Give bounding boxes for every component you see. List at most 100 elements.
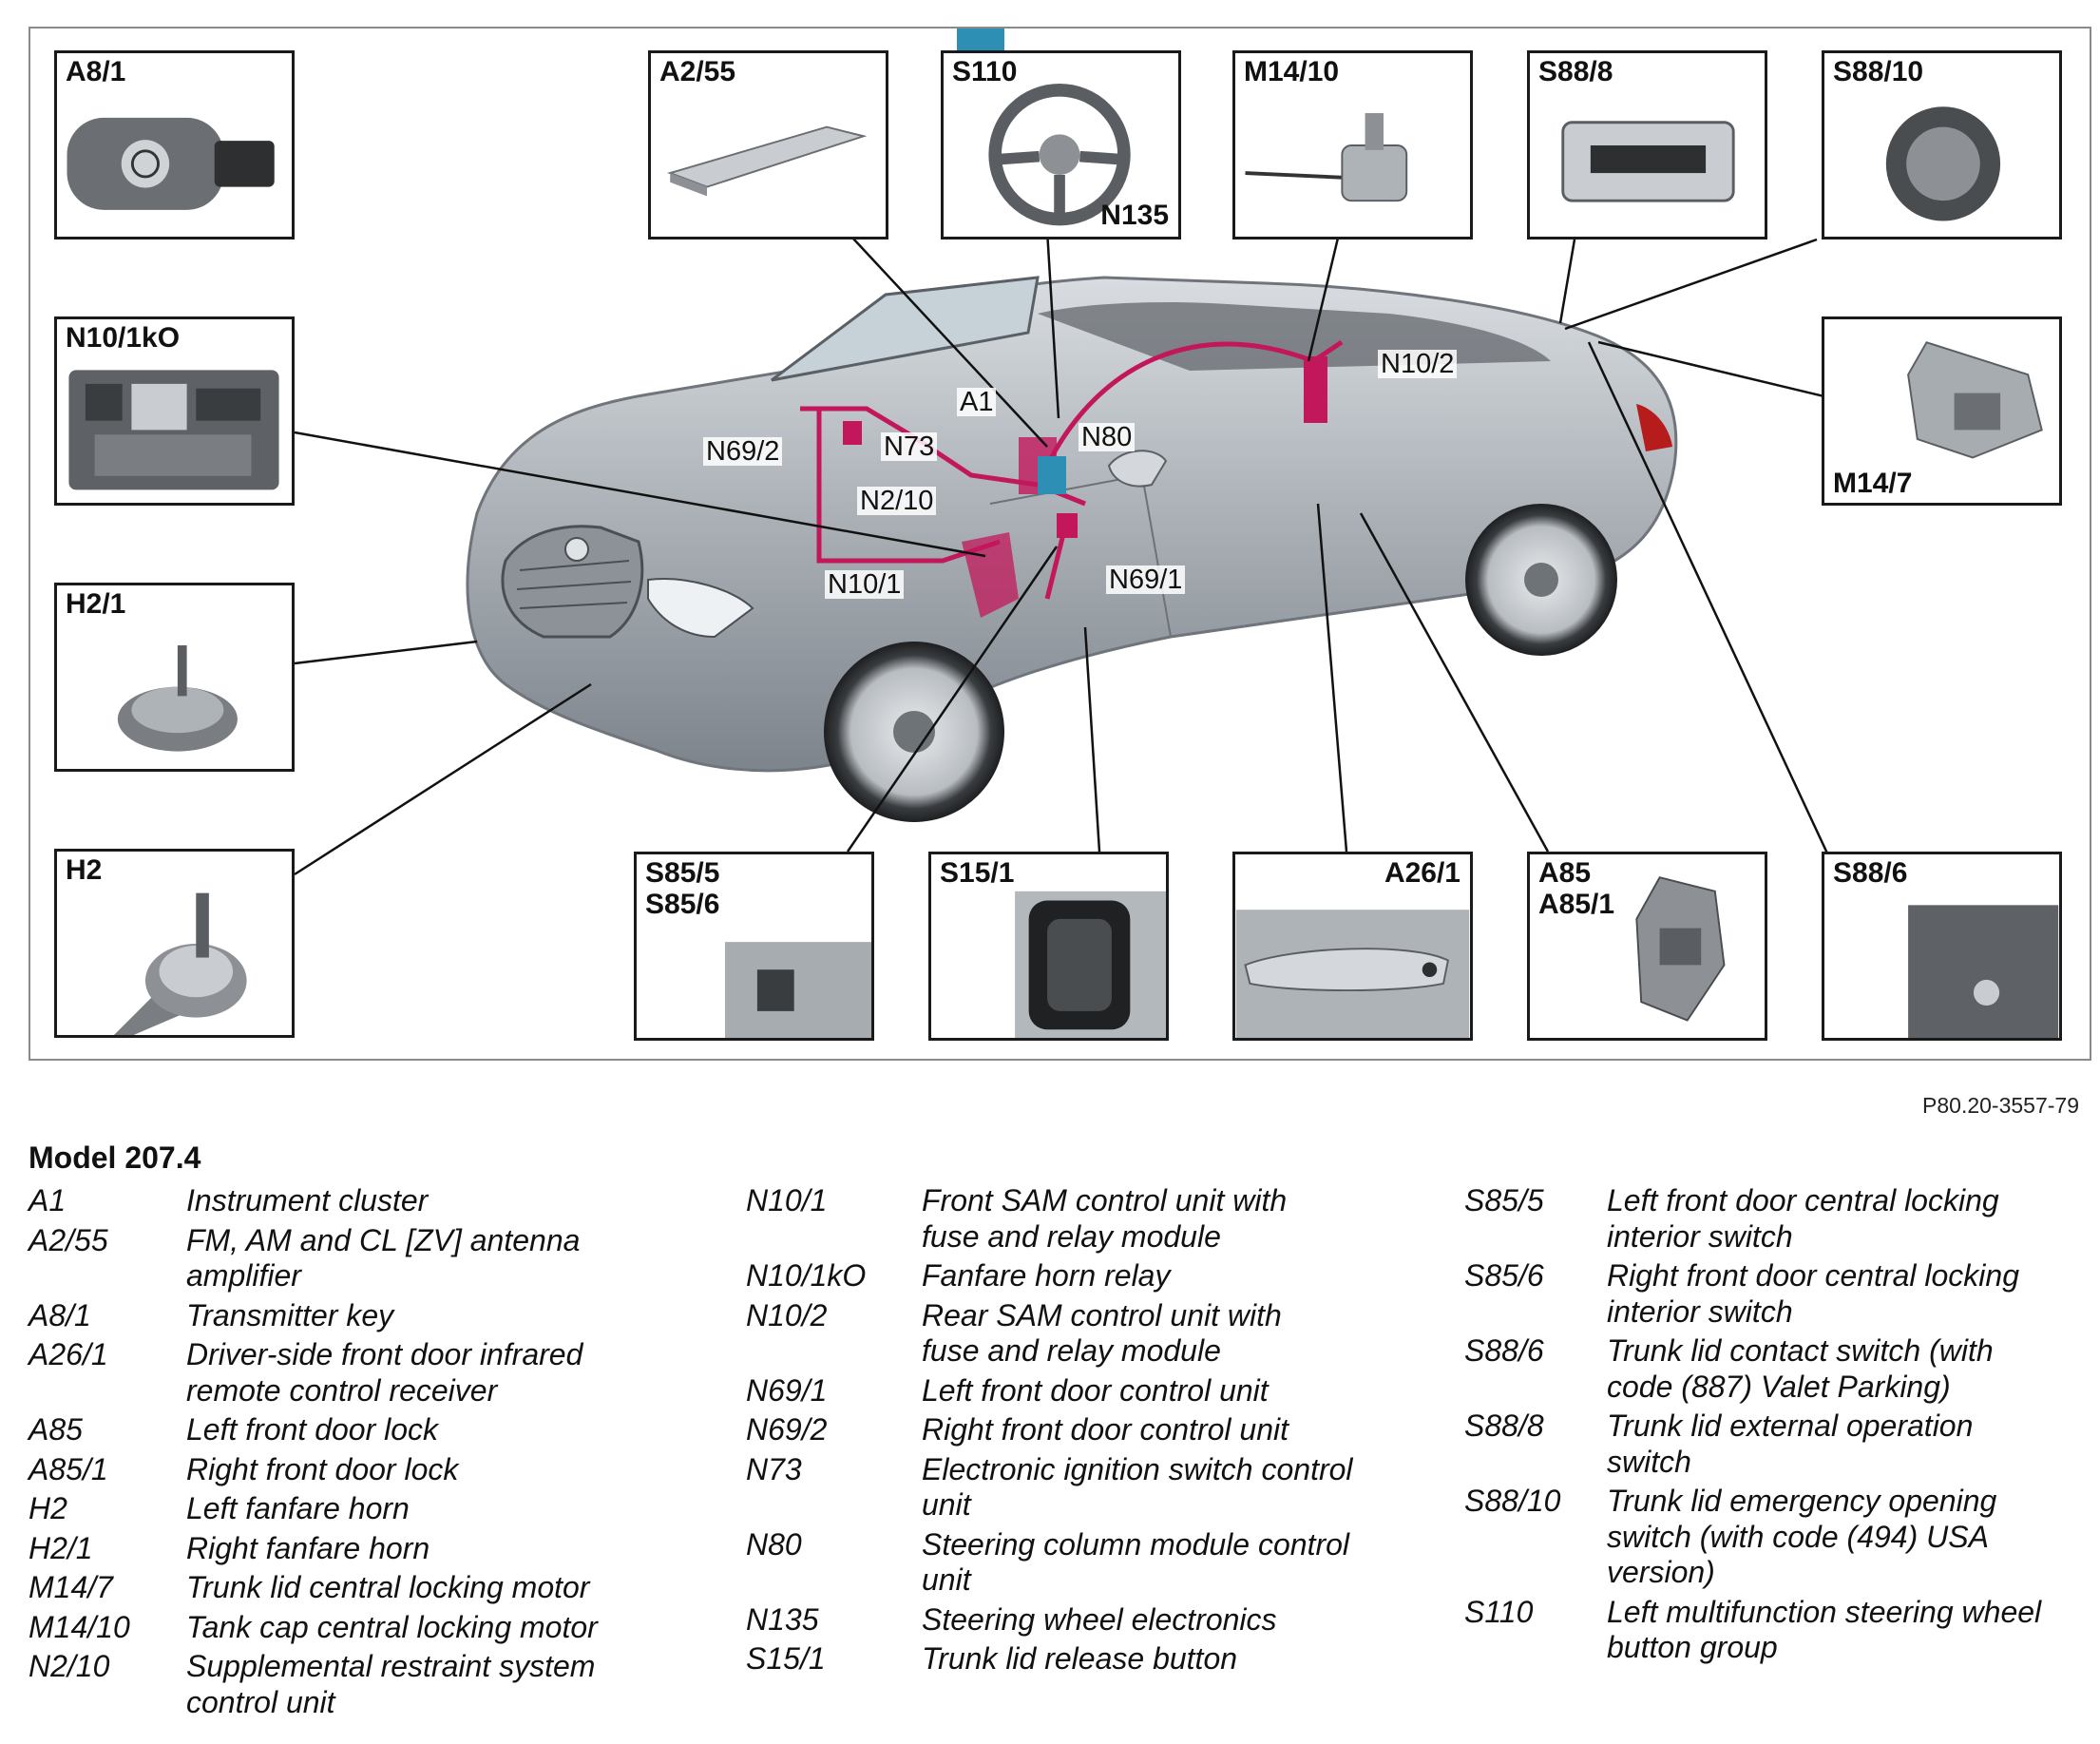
box-a85: A85 A85/1 (1527, 852, 1767, 1041)
box-s88-10: S88/10 (1822, 50, 2062, 240)
box-label: A85 A85/1 (1538, 857, 1615, 920)
legend-desc: Right front door lock (186, 1451, 459, 1486)
legend-desc: Driver-side front door infrared remote c… (186, 1337, 583, 1408)
legend-code: A26/1 (29, 1337, 108, 1371)
trunk-lock-motor-icon (1907, 341, 2043, 459)
legend-code: A2/55 (29, 1222, 108, 1257)
legend-row: N2/10 Supplemental restraint system contr… (29, 1649, 694, 1720)
legend-desc: Trunk lid release button (922, 1641, 1238, 1676)
box-a26-1: A26/1 (1232, 852, 1473, 1041)
callout-n10-1: N10/1 (825, 570, 905, 599)
legend-row: A85/1 Right front door lock (29, 1452, 694, 1488)
box-label: S88/8 (1538, 56, 1613, 87)
emergency-switch-icon (1885, 106, 2001, 221)
legend-desc: Front SAM control unit with fuse and rel… (922, 1183, 1288, 1254)
legend-code: N80 (746, 1526, 802, 1562)
legend-row: S88/8 Trunk lid external operation switch (1464, 1409, 2072, 1480)
callout-n69-2: N69/2 (703, 437, 783, 466)
box-a2-55: A2/55 (648, 50, 888, 240)
legend-desc: Trunk lid emergency opening switch (with… (1607, 1484, 1997, 1589)
legend-desc: Rear SAM control unit with fuse and rela… (922, 1297, 1282, 1369)
car-illustration (294, 29, 1837, 876)
door-handle-receiver-icon (1235, 910, 1470, 1038)
legend-desc: Right front door control unit (922, 1412, 1289, 1447)
door-lock-switch-icon (724, 942, 871, 1038)
legend-code: N10/2 (746, 1297, 828, 1332)
leader-lines (294, 229, 1837, 876)
legend-desc: Left front door control unit (922, 1372, 1269, 1408)
legend-row: S15/1 Trunk lid release button (746, 1641, 1411, 1677)
right-horn-icon (117, 645, 238, 752)
legend-code: S110 (1464, 1594, 1534, 1629)
callout-n69-1: N69/1 (1106, 565, 1186, 594)
callout-n2-10: N2/10 (857, 487, 937, 515)
legend-code: S88/6 (1464, 1333, 1544, 1368)
legend-code: N2/10 (29, 1649, 110, 1683)
legend-desc: Left fanfare horn (186, 1491, 410, 1525)
tank-cap-motor-icon (1245, 113, 1408, 202)
trunk-contact-switch-icon (1908, 905, 2059, 1038)
legend-desc: Right front door central locking interio… (1607, 1258, 2019, 1329)
left-horn-icon (113, 892, 247, 1035)
box-label: S15/1 (940, 857, 1015, 889)
legend-code: H2/1 (29, 1530, 93, 1565)
legend-code: M14/10 (29, 1609, 130, 1644)
box-label: A26/1 (1384, 857, 1460, 889)
steering-wheel-icon (988, 84, 1131, 226)
legend-row: N69/1 Left front door control unit (746, 1373, 1411, 1409)
box-s88-8: S88/8 (1527, 50, 1767, 240)
box-m14-10: M14/10 (1232, 50, 1473, 240)
legend-code: S88/10 (1464, 1484, 1561, 1518)
legend-row: H2 Left fanfare horn (29, 1491, 694, 1527)
legend-desc: Electronic ignition switch control unit (922, 1451, 1353, 1523)
box-label: A2/55 (659, 56, 736, 87)
box-label: M14/7 (1833, 468, 1913, 499)
box-s110: S110 N135 (941, 50, 1181, 240)
legend-code: N10/1kO (746, 1258, 867, 1293)
legend-code: S88/8 (1464, 1409, 1544, 1443)
legend-desc: Trunk lid central locking motor (186, 1570, 590, 1604)
box-label: S88/10 (1833, 56, 1924, 87)
legend-row: N10/1kO Fanfare horn relay (746, 1258, 1411, 1294)
fuse-relay-module-icon (68, 370, 279, 490)
box-m14-7: M14/7 (1822, 316, 2062, 506)
legend-code: H2 (29, 1491, 67, 1525)
box-h2: H2 (54, 849, 295, 1038)
box-a8-1: A8/1 (54, 50, 295, 240)
box-label: S88/6 (1833, 857, 1908, 889)
legend-code: A85/1 (29, 1451, 108, 1486)
legend-desc: Left front door central locking interior… (1607, 1183, 1999, 1254)
legend-desc: Supplemental restraint system control un… (186, 1649, 596, 1719)
legend-desc: Steering wheel electronics (922, 1601, 1277, 1637)
legend-title: Model 207.4 (29, 1140, 201, 1175)
box-label: M14/10 (1244, 56, 1340, 87)
transmitter-key-icon (67, 117, 275, 210)
legend-desc: Trunk lid external operation switch (1607, 1409, 1974, 1479)
box-label: H2 (66, 854, 103, 886)
component-diagram: A8/1 A2/55 S110 N135 M14/10 (29, 27, 2091, 1061)
callout-n10-2: N10/2 (1378, 350, 1458, 378)
legend-desc: Fanfare horn relay (922, 1258, 1171, 1293)
box-label: N10/1kO (66, 322, 181, 354)
legend-code: N69/1 (746, 1372, 828, 1408)
box-s85: S85/5 S85/6 (634, 852, 874, 1041)
box-label-secondary: N135 (1100, 200, 1169, 231)
box-label: S110 (952, 56, 1018, 87)
legend-code: S15/1 (746, 1641, 826, 1676)
legend-code: S85/6 (1464, 1258, 1544, 1293)
door-lock-icon (1635, 876, 1726, 1022)
